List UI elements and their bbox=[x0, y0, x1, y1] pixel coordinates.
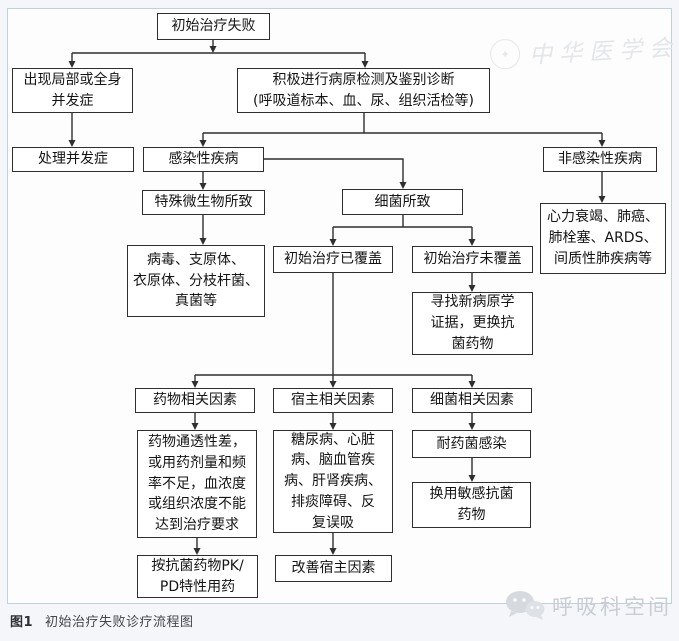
flow-node-drug-related-factors: 药物相关因素 bbox=[135, 388, 255, 413]
flow-node-resistant-infection: 耐药菌感染 bbox=[412, 430, 531, 458]
flow-node-drug-factor-detail: 药物通透性差， 或用药剂量和频 率不足，血浓度 或组织浓度不能 达到治疗要求 bbox=[137, 430, 257, 538]
flow-node-non-infectious-disease: 非感染性疾病 bbox=[543, 147, 657, 172]
flow-node-initial-treatment-covered: 初始治疗已覆盖 bbox=[273, 246, 393, 273]
flow-node-special-microorganisms: 特殊微生物所致 bbox=[142, 190, 265, 215]
flow-node-handle-complications: 处理并发症 bbox=[12, 147, 134, 172]
flow-node-complications: 出现局部或全身 并发症 bbox=[12, 68, 133, 113]
flow-node-improve-host-factors: 改善宿主因素 bbox=[275, 555, 392, 582]
flow-node-initial-treatment-failure: 初始治疗失败 bbox=[157, 13, 270, 40]
flow-node-find-new-evidence: 寻找新病原学 证据，更换抗 菌药物 bbox=[412, 292, 533, 355]
channel-watermark: 呼吸科空间 bbox=[505, 590, 672, 621]
flow-node-pathogen-testing: 积极进行病原检测及鉴别诊断 (呼吸道标本、血、尿、组织活检等) bbox=[237, 68, 490, 113]
flow-node-pk-pd-dosing: 按抗菌药物PK/ PD特性用药 bbox=[137, 555, 258, 598]
flow-node-initial-treatment-not-covered: 初始治疗未覆盖 bbox=[412, 246, 533, 273]
flow-node-host-related-factors: 宿主相关因素 bbox=[273, 388, 393, 413]
flow-node-bacteria-related-factors: 细菌相关因素 bbox=[412, 388, 532, 413]
flow-node-host-factor-detail: 糖尿病、心脏 病、脑血管疾 病、肝肾疾病、 排痰障碍、反 复误吸 bbox=[273, 430, 393, 533]
figure-caption-label: 图1 bbox=[10, 615, 34, 630]
flow-node-infectious-disease: 感染性疾病 bbox=[143, 147, 264, 172]
flow-node-bacteria-caused: 细菌所致 bbox=[342, 189, 463, 215]
figure-caption: 图1 初始治疗失败诊疗流程图 bbox=[10, 611, 194, 630]
flow-node-non-infectious-examples: 心力衰竭、肺癌、 肺栓塞、ARDS、 间质性肺疾病等 bbox=[540, 203, 666, 274]
wechat-bubbles-icon bbox=[506, 591, 545, 620]
figure-caption-title: 初始治疗失败诊疗流程图 bbox=[45, 615, 194, 630]
flow-node-microbe-examples: 病毒、支原体、 衣原体、分枝杆菌、 真菌等 bbox=[127, 245, 265, 317]
channel-watermark-text: 呼吸科空间 bbox=[552, 594, 672, 619]
flow-node-switch-sensitive-drug: 换用敏感抗菌 药物 bbox=[412, 482, 531, 528]
